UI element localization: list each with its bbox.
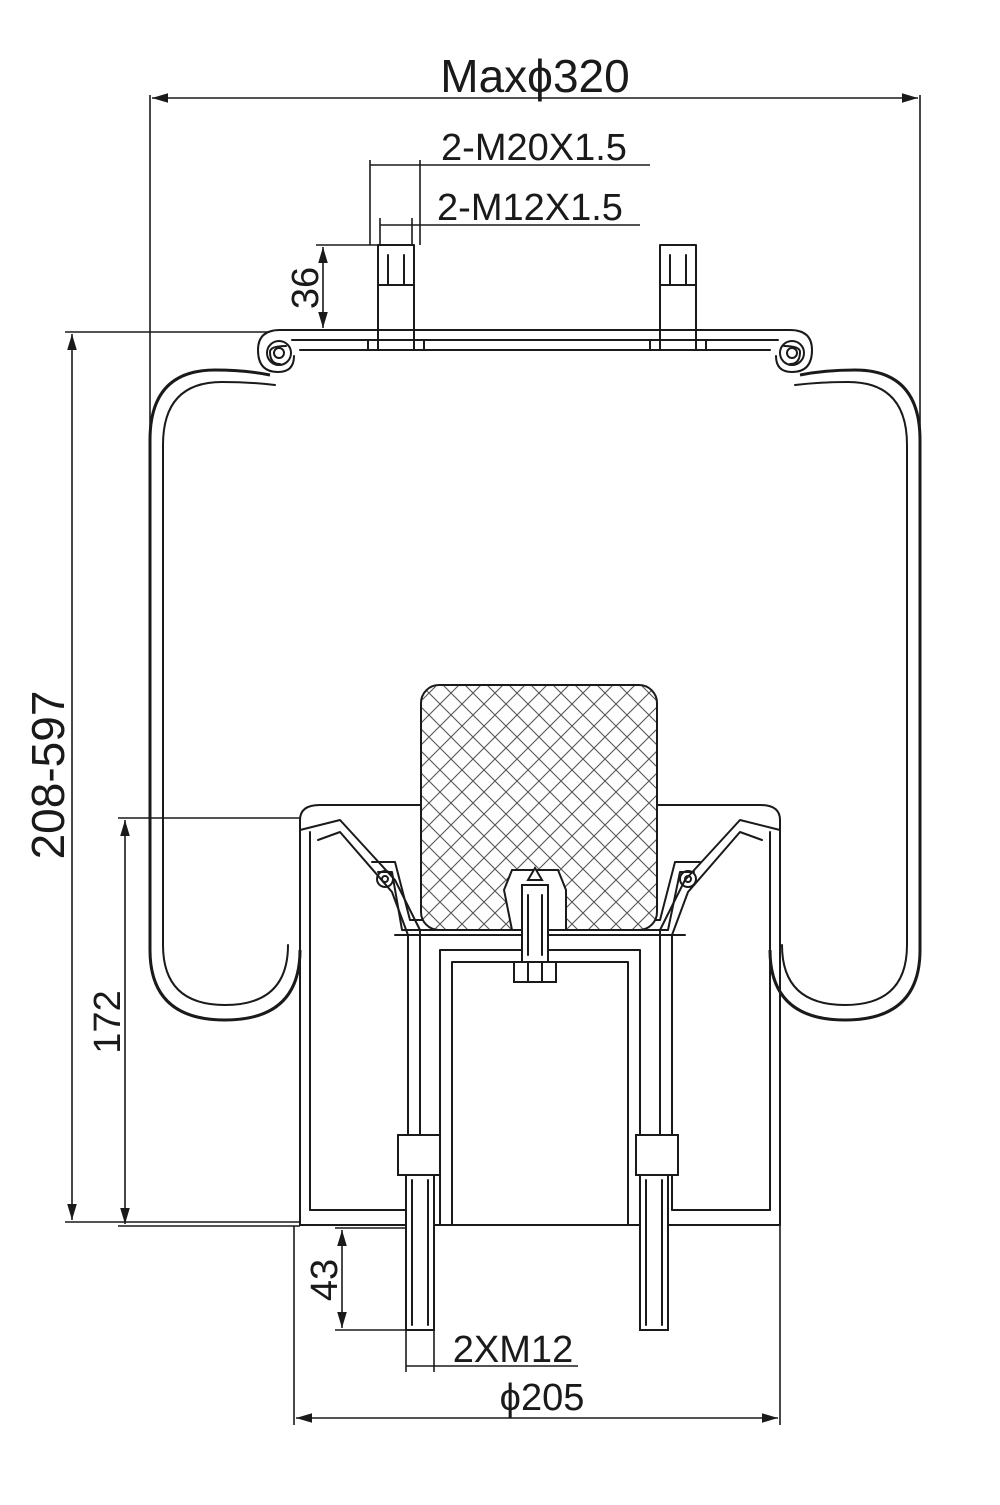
dimension-base-diameter: ϕ205 [293,1226,781,1425]
center-bolt [502,866,567,983]
stud-height-label: 36 [285,267,327,309]
dimension-height-range: 208-597 [22,331,300,1223]
top-bead-ring-right [779,340,805,366]
top-thread-small-label: 2-M12X1.5 [437,187,623,229]
top-stud-right [649,244,707,351]
max-diameter-label: Maxϕ320 [440,50,629,102]
dimension-bottom-stud: 43 [304,1227,406,1331]
bottom-stud-label: 43 [304,1259,346,1301]
bottom-stud-left [397,1134,441,1331]
base-diameter-label: ϕ205 [500,1377,585,1419]
dimension-bottom-thread: 2XM12 [405,1329,578,1372]
dimension-top-threads: 2-M20X1.5 2-M12X1.5 [369,127,650,245]
rubber-bellows [148,368,922,1022]
top-bead-ring-left [266,340,292,366]
dimension-piston-height: 172 [87,817,300,1227]
bottom-thread-label: 2XM12 [453,1329,573,1371]
top-thread-large-label: 2-M20X1.5 [441,127,627,169]
dimension-max-diameter: Maxϕ320 [149,50,921,430]
dimension-stud-height: 36 [285,244,380,331]
height-range-label: 208-597 [22,691,74,860]
bottom-stud-right [635,1134,679,1331]
top-plate [257,329,813,373]
top-stud-left [367,244,425,351]
piston-height-label: 172 [87,990,129,1053]
